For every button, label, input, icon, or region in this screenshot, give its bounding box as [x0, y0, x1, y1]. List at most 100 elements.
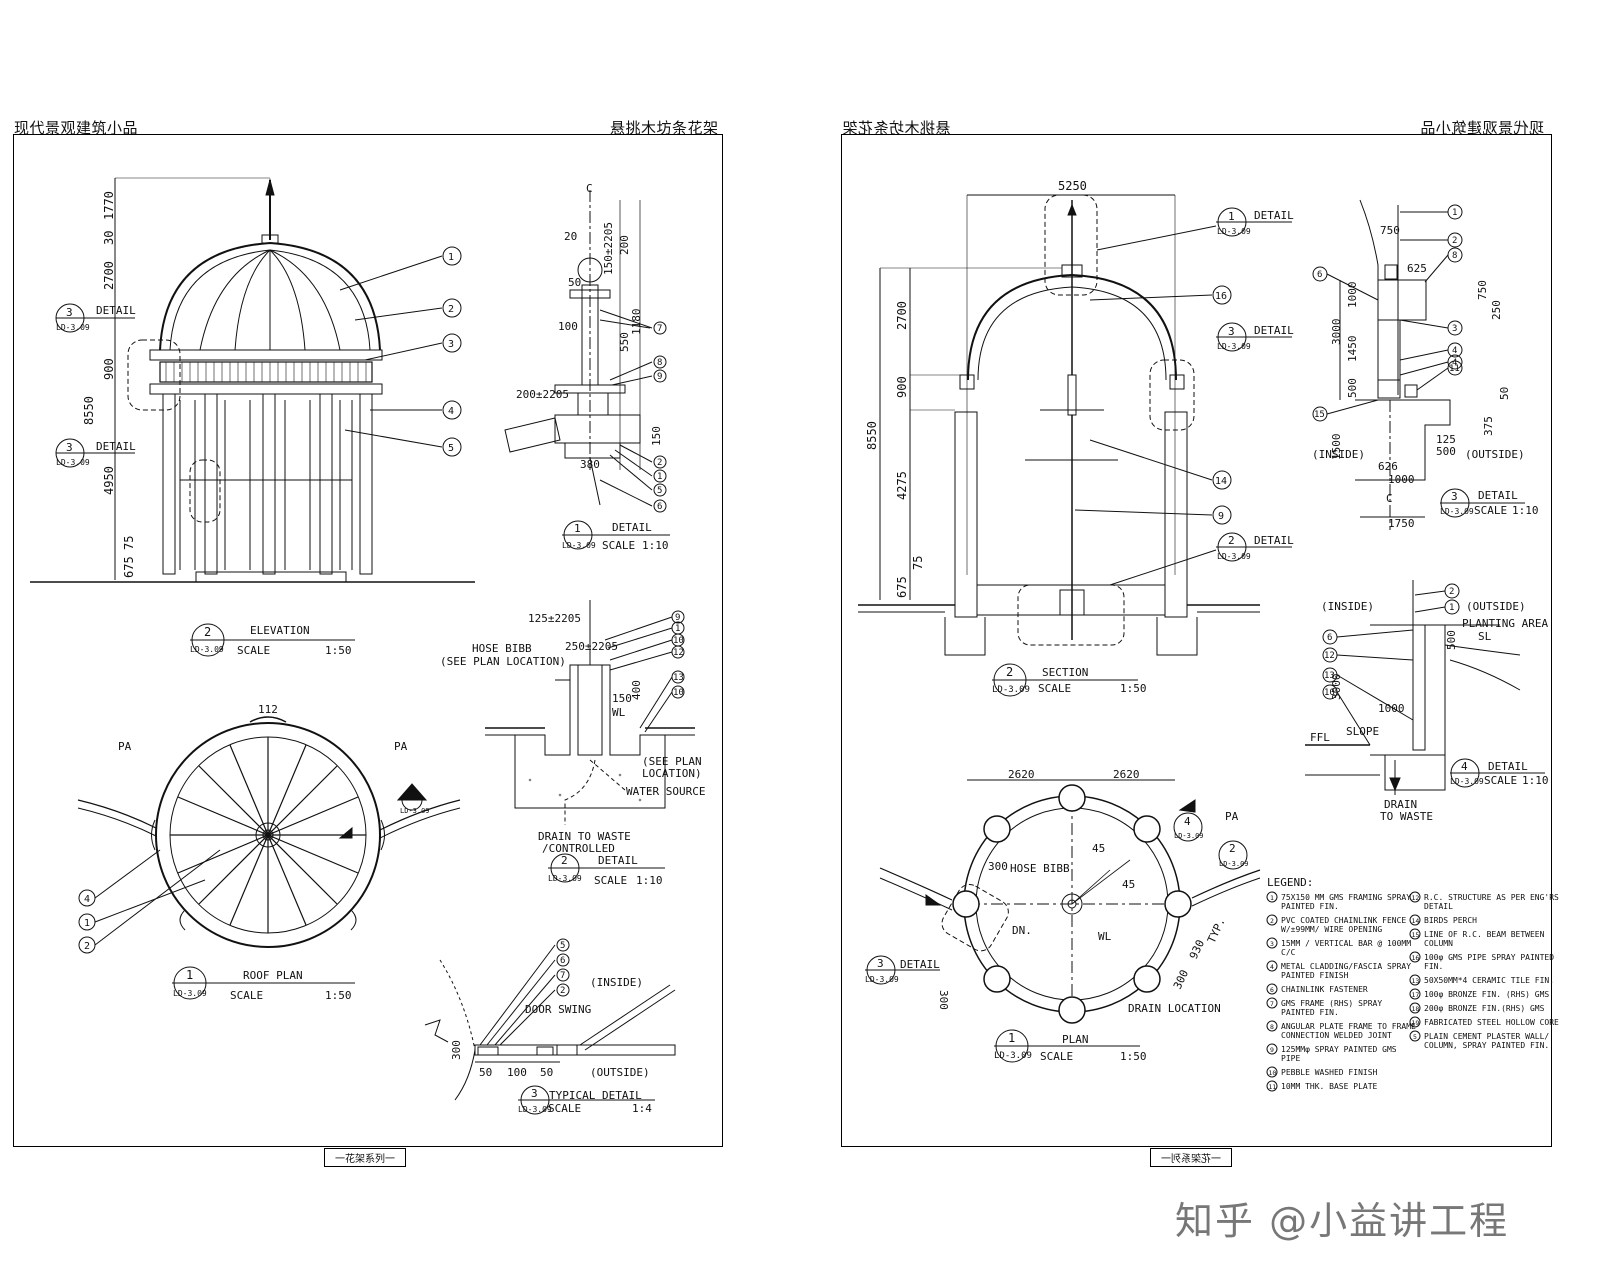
svg-text:9: 9: [657, 372, 662, 382]
dim-1180: 1180: [630, 309, 643, 336]
detail-label: DETAIL: [96, 440, 136, 453]
legend-text: FABRICATED STEEL HOLLOW CORE: [1424, 1018, 1559, 1027]
legend-number-circle: [1409, 951, 1421, 963]
right-detail4-title-block: 4 LD-3.09 DETAIL SCALE 1:10: [1450, 758, 1549, 788]
svg-text:13: 13: [1324, 671, 1335, 681]
left-sheet-frame: [13, 134, 723, 1147]
detail2-text: 125±2205 250±2205 HOSE BIBB (SEE PLAN LO…: [440, 612, 705, 855]
svg-text:2: 2: [1452, 236, 1457, 246]
legend-number-circle: [1266, 937, 1278, 949]
svg-text:1: 1: [1449, 603, 1454, 613]
dim-750: 750: [1380, 224, 1400, 237]
dim-200-2205: 200±2205: [516, 388, 569, 401]
elevation-title-block: 2 LD-3.09 ELEVATION SCALE 1:50: [190, 623, 355, 657]
centerline-label: C: [1386, 492, 1393, 505]
detail-label: DETAIL: [1254, 534, 1294, 547]
legend-text: LINE OF R.C. BEAM BETWEEN: [1424, 930, 1545, 939]
scale-value: 1:4: [632, 1102, 652, 1115]
legend-text: ANGULAR PLATE FRAME TO FRAME: [1281, 1022, 1416, 1031]
dim-5250: 5250: [1058, 179, 1087, 193]
legend-text: C/C: [1281, 948, 1296, 957]
svg-text:4: 4: [1461, 760, 1468, 773]
watermark: 知乎 @小益讲工程: [1175, 1199, 1510, 1243]
legend-number-circle: [1266, 914, 1278, 926]
svg-text:2: 2: [1449, 587, 1454, 597]
ref-text: LD-3.09: [992, 685, 1030, 695]
dim-900: 900: [895, 376, 909, 398]
location-label: LOCATION): [642, 767, 702, 780]
legend-number: 14: [1412, 917, 1420, 925]
svg-text:12: 12: [673, 648, 684, 658]
dim-1000: 1000: [1346, 282, 1359, 309]
legend-number-circle: [1409, 988, 1421, 1000]
legend-number-circle: [1266, 1066, 1278, 1078]
detail-label: DETAIL: [900, 958, 940, 971]
dim-50b: 50: [540, 1066, 553, 1079]
wl-label: WL: [612, 706, 626, 719]
legend-number-circle: [1266, 983, 1278, 995]
ref-text: LD-3.09: [1217, 227, 1251, 236]
see-plan-location-label: (SEE PLAN LOCATION): [440, 655, 566, 668]
planting-area-label: PLANTING AREA: [1462, 617, 1548, 630]
svg-text:6: 6: [657, 502, 662, 512]
section-detail-ref-1: 1 LD-3.09 DETAIL: [1096, 207, 1294, 251]
left-sheet-title-left: 现代景观建筑小品: [14, 119, 139, 137]
legend-text: PAINTED FIN.: [1281, 902, 1339, 911]
dim-1450: 1450: [1346, 336, 1359, 363]
svg-text:8: 8: [657, 358, 662, 368]
legend-number: 9: [1270, 1046, 1274, 1054]
svg-text:8: 8: [1452, 251, 1457, 261]
dim-3000: 3000: [1330, 674, 1343, 701]
dim-375: 375: [1482, 416, 1495, 436]
svg-text:14: 14: [1215, 476, 1227, 487]
svg-text:5: 5: [657, 486, 662, 496]
svg-text:2: 2: [657, 458, 662, 468]
roof-plan-drawing: [77, 716, 461, 948]
dim-675: 675: [122, 556, 136, 578]
dim-400: 400: [630, 680, 643, 700]
angle-45b: 45: [1122, 878, 1135, 891]
svg-text:12: 12: [1324, 651, 1335, 661]
legend-number: 13: [1412, 977, 1420, 985]
legend-number: 11: [1269, 1083, 1277, 1091]
typical-detail-text: 56 72 (INSIDE) DOOR SWING (OUTSIDE) 300 …: [450, 941, 650, 1079]
ref-text: LD-3.09: [190, 645, 224, 654]
legend-text: 100φ BRONZE FIN. (RHS) GMS: [1424, 990, 1549, 999]
roof-plan-title-block: 1 LD-3.09 ROOF PLAN SCALE 1:50: [172, 966, 355, 1002]
legend-number-circle: [1266, 1020, 1278, 1032]
ref-text: LD-3.09: [1440, 507, 1474, 516]
svg-text:3: 3: [1451, 490, 1458, 503]
svg-text:11: 11: [1449, 364, 1460, 374]
svg-text:1: 1: [657, 472, 662, 482]
legend-text: FIN.: [1424, 962, 1443, 971]
water-source-label: WATER SOURCE: [626, 785, 705, 798]
scale-label: SCALE: [1484, 774, 1517, 787]
ref-text: LD-3.09: [518, 1105, 552, 1114]
detail2-title-block: 2 LD-3.09 DETAIL SCALE 1:10: [548, 853, 665, 887]
svg-text:3: 3: [66, 306, 73, 319]
dim-1770: 1770: [102, 191, 116, 220]
ref-text: LD-3.09: [1174, 832, 1204, 840]
drain-location-label: DRAIN LOCATION: [1128, 1002, 1221, 1015]
ref-text: LD-3.09: [173, 989, 207, 998]
typical-detail-label: TYPICAL DETAIL: [549, 1089, 642, 1102]
section-dimension-text: 5250 2700 900 8550 4275 75 675: [865, 179, 1087, 598]
legend-number-circle: [1409, 974, 1421, 986]
svg-text:6: 6: [560, 956, 565, 966]
dim-300-top: 300: [988, 860, 1008, 873]
roof-plan-section-marker: 3 LD-3.09: [396, 783, 430, 815]
svg-text:2: 2: [204, 625, 211, 639]
dim-500b: 500: [1436, 445, 1456, 458]
svg-text:1: 1: [1452, 208, 1457, 218]
ref-text: LD-3.09: [1217, 552, 1251, 561]
dim-900: 900: [102, 358, 116, 380]
dim-75: 75: [122, 536, 136, 550]
svg-text:1: 1: [448, 252, 454, 263]
